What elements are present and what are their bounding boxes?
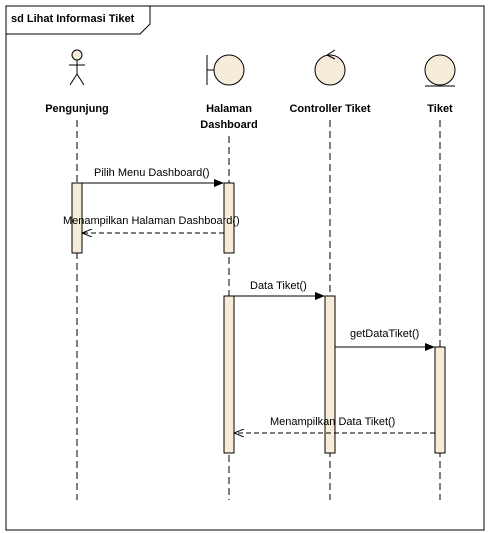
activation-halaman-2 [223,295,235,454]
message-label-m3: Data Tiket() [250,280,307,292]
message-label-m2: Menampilkan Halaman Dashboard() [63,215,240,227]
activation-pengunjung [71,182,83,254]
actor-icon [69,49,85,86]
frame-title-tab [6,6,151,35]
entity-icon [424,54,456,87]
lifeline-label-halaman-1: Halaman [206,103,252,115]
lifeline-label-tiket: Tiket [427,103,453,115]
lifeline-label-controller: Controller Tiket [289,103,370,115]
message-label-m5: Menampilkan Data Tiket() [270,416,395,428]
control-icon [314,49,346,86]
activation-tiket [434,346,446,454]
frame-border [5,5,485,531]
message-label-m4: getDataTiket() [350,328,419,340]
lifeline-label-halaman-2: Dashboard [200,119,257,131]
boundary-icon [206,54,245,86]
frame-title: sd Lihat Informasi Tiket [11,13,135,25]
lifeline-label-pengunjung: Pengunjung [45,103,109,115]
activation-halaman-1 [223,182,235,254]
message-label-m1: Pilih Menu Dashboard() [94,167,210,179]
activation-controller [324,295,336,454]
